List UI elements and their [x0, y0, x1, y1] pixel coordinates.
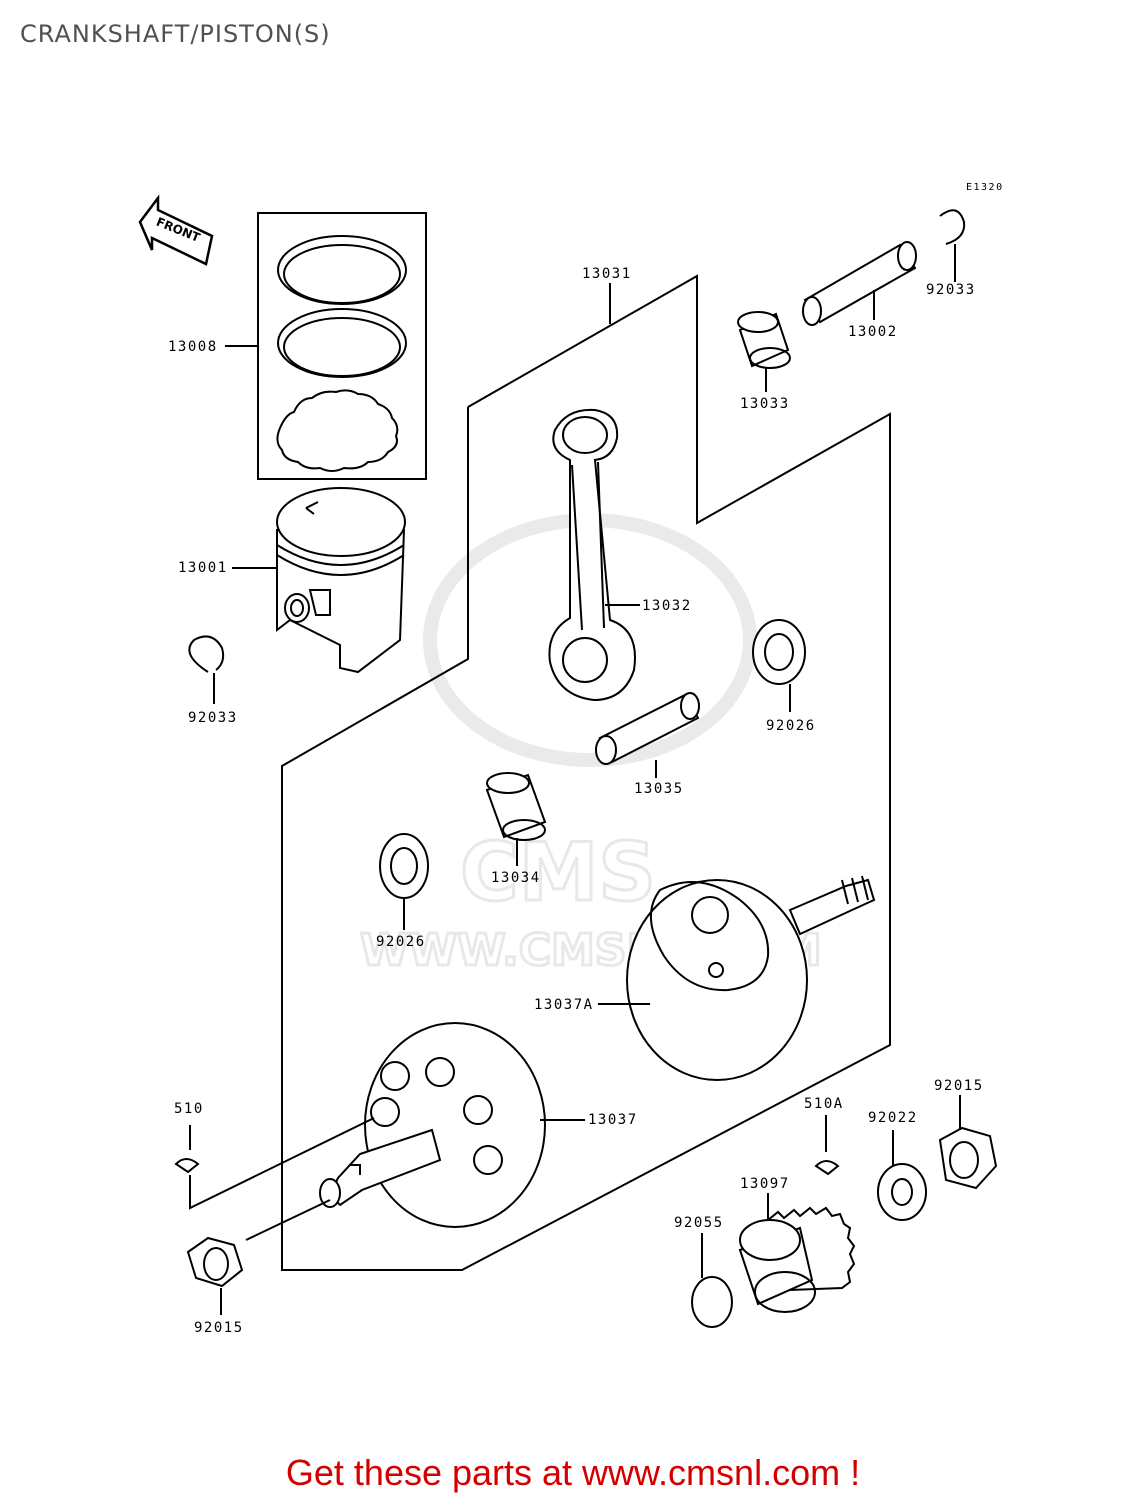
- label-92033-left: 92033: [188, 710, 238, 726]
- diagram-code: E1320: [966, 182, 1004, 193]
- label-510: 510: [174, 1101, 204, 1117]
- page-title: CRANKSHAFT/PISTON(S): [20, 20, 331, 48]
- label-13037: 13037: [588, 1112, 638, 1128]
- thrust-washer-left: [379, 833, 429, 899]
- parts-diagram: CMS WWW.CMSNL.COM E1320 FRONT 13008 1300…: [138, 182, 1004, 1336]
- label-13034: 13034: [491, 870, 541, 886]
- label-92015-right: 92015: [934, 1078, 984, 1094]
- label-13032: 13032: [642, 598, 692, 614]
- label-92033-right: 92033: [926, 282, 976, 298]
- gear-13097: [738, 1206, 856, 1313]
- washer-92022: [877, 1163, 927, 1221]
- flywheel-left: [319, 1022, 546, 1228]
- front-arrow-icon: FRONT: [138, 194, 214, 266]
- label-510A: 510A: [804, 1096, 844, 1112]
- label-92022: 92022: [868, 1110, 918, 1126]
- label-92026-left: 92026: [376, 934, 426, 950]
- connecting-rod: [548, 408, 636, 702]
- label-92055: 92055: [674, 1215, 724, 1231]
- footer-link-text[interactable]: Get these parts at www.cmsnl.com !: [285, 1452, 861, 1493]
- o-ring-92055: [691, 1276, 733, 1328]
- label-13035: 13035: [634, 781, 684, 797]
- conrod-kit-outline: [281, 274, 891, 1271]
- piston: [276, 487, 406, 674]
- circlip-right: [939, 209, 966, 245]
- nut-left: [186, 1236, 244, 1288]
- label-13031: 13031: [582, 266, 632, 282]
- key-510: [174, 1158, 200, 1174]
- small-end-bearing: [737, 311, 791, 369]
- label-92015-left: 92015: [194, 1320, 244, 1336]
- piston-rings: [276, 235, 407, 472]
- piston-pin: [802, 241, 917, 326]
- label-13008: 13008: [168, 339, 218, 355]
- thrust-washer-right: [752, 619, 806, 685]
- label-13097: 13097: [740, 1176, 790, 1192]
- label-13001: 13001: [178, 560, 228, 576]
- key-510A: [814, 1160, 840, 1176]
- label-92026-right: 92026: [766, 718, 816, 734]
- label-13033: 13033: [740, 396, 790, 412]
- crank-pin: [595, 692, 700, 765]
- label-13002: 13002: [848, 324, 898, 340]
- flywheel-right: [626, 875, 876, 1081]
- label-13037A: 13037A: [534, 997, 594, 1013]
- watermark-brand: CMS: [460, 826, 656, 919]
- big-end-bearing: [485, 772, 547, 841]
- circlip-left: [188, 635, 225, 673]
- nut-right: [938, 1126, 998, 1190]
